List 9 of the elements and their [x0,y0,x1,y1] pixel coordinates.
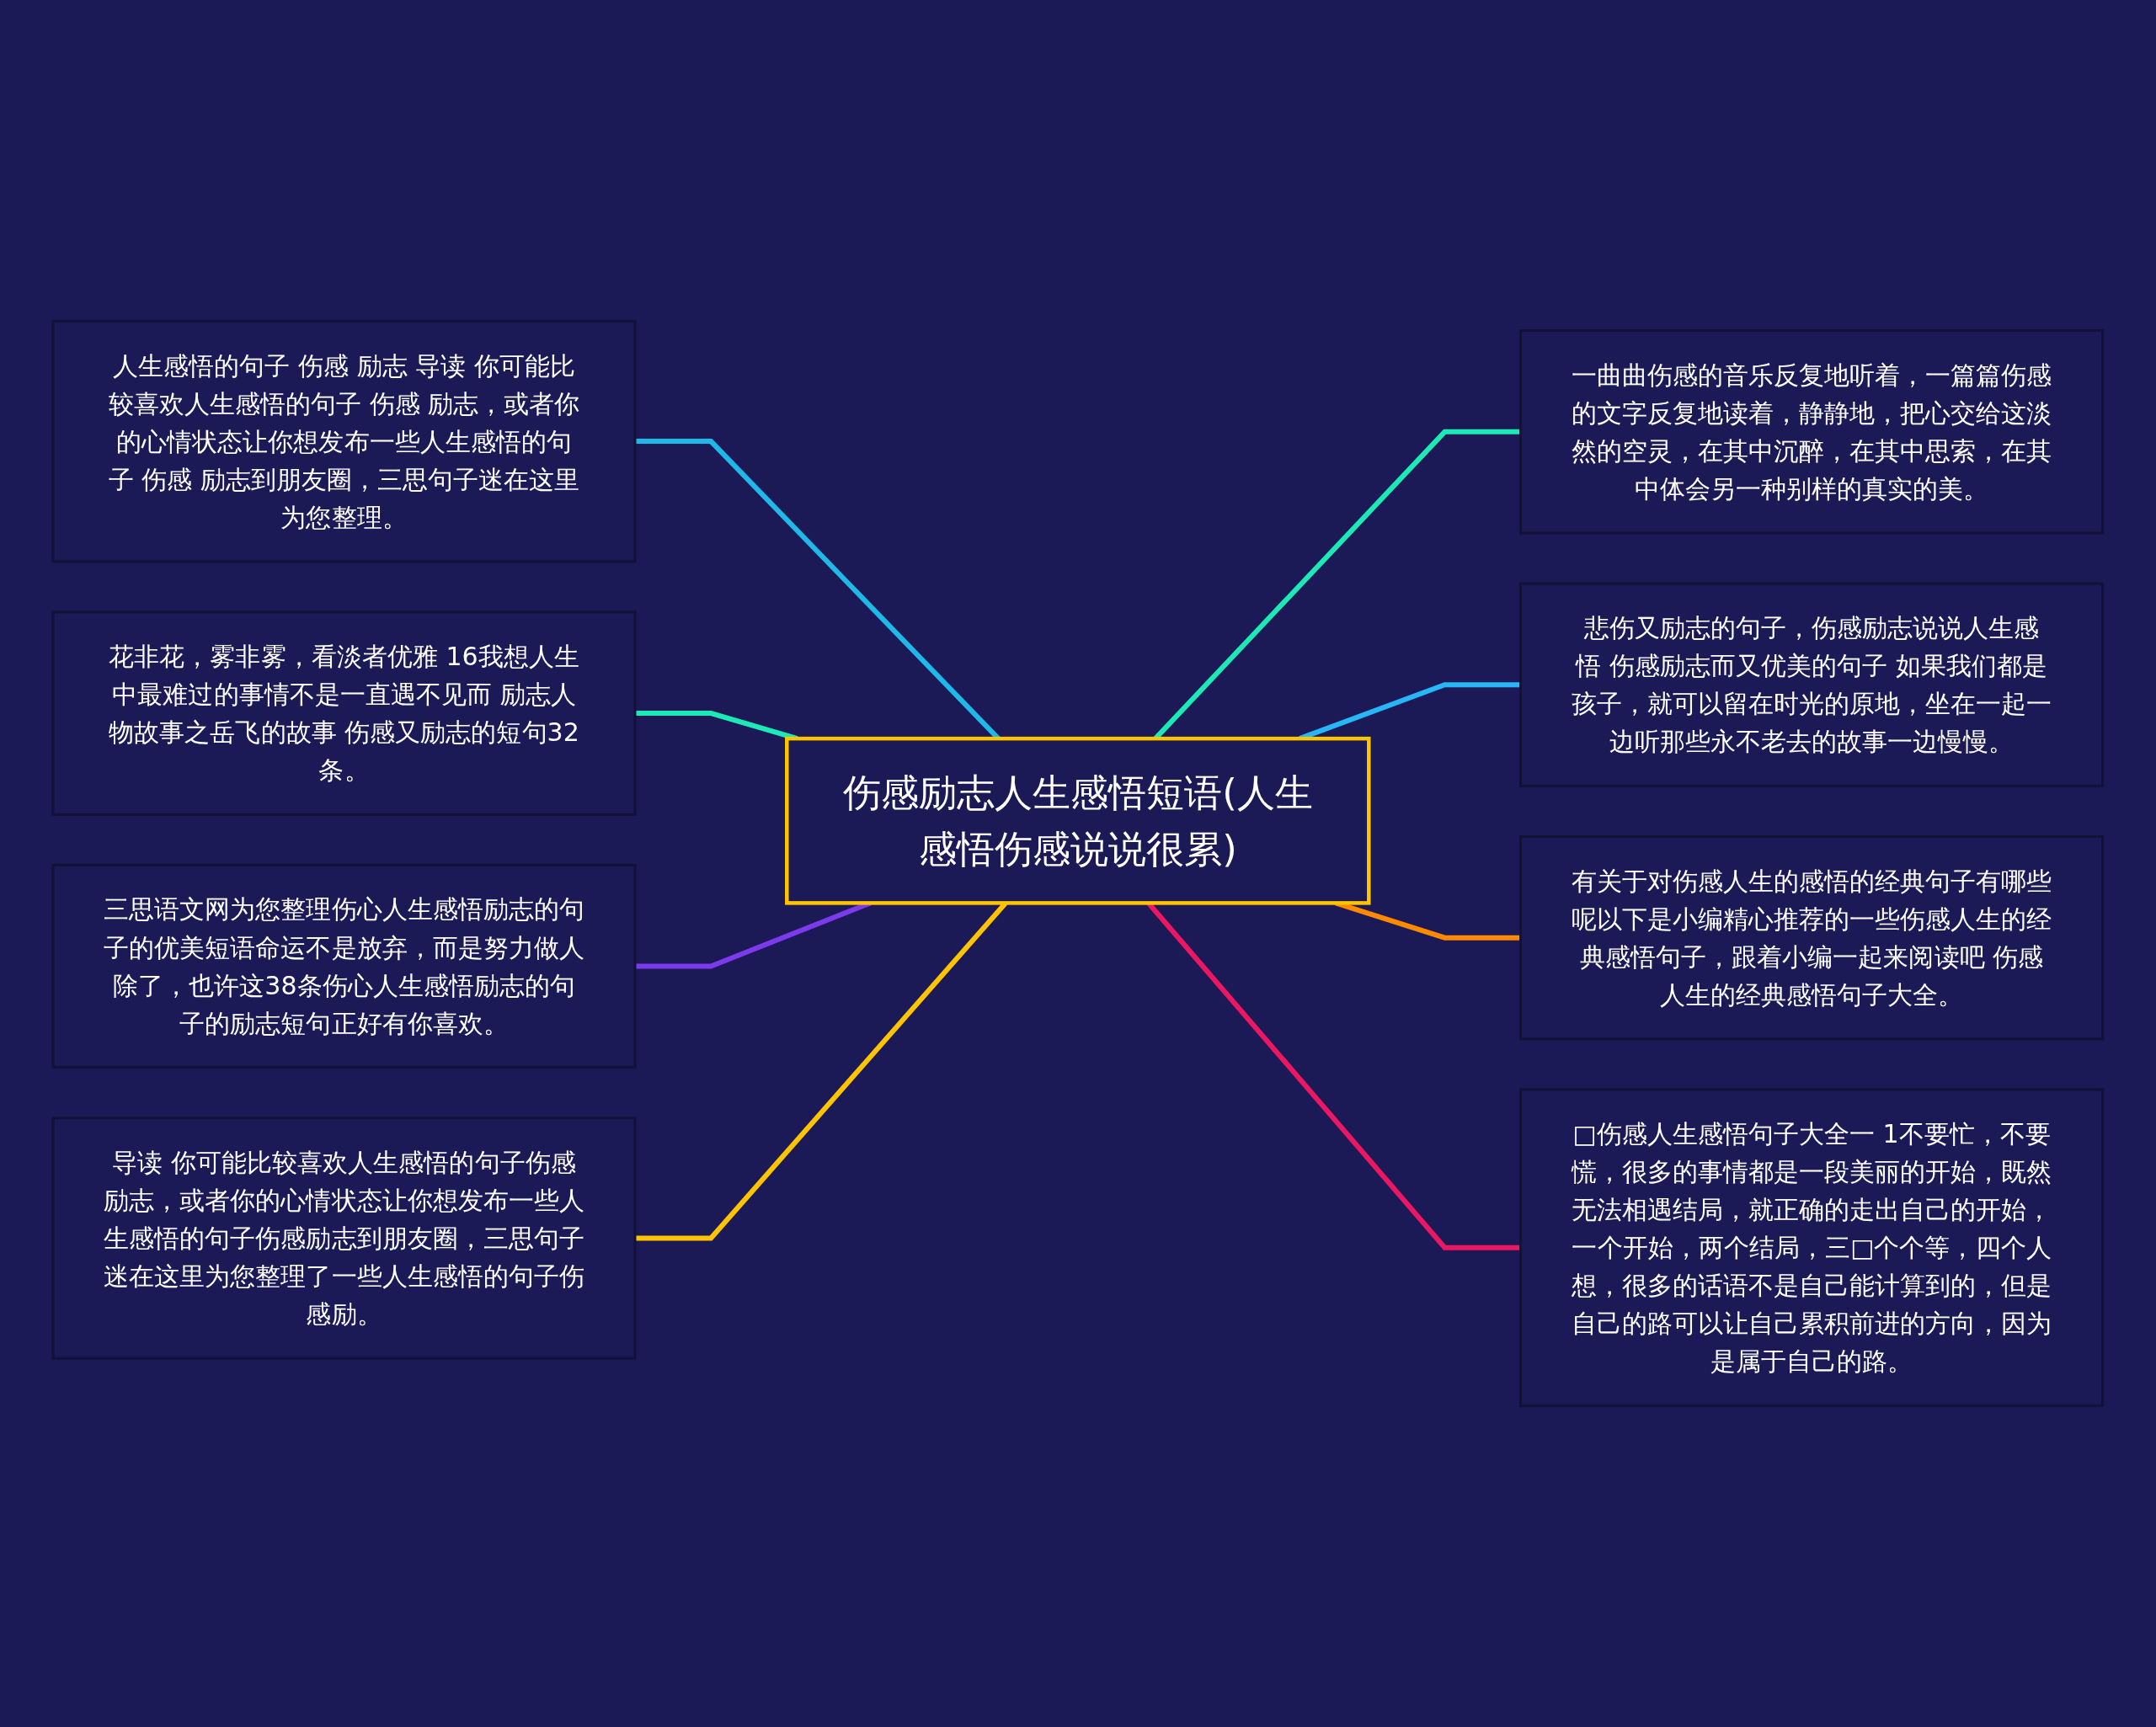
node-box: 三思语文网为您整理伤心人生感悟励志的句子的优美短语命运不是放弃，而是努力做人除了，也许这38条伤心人生感悟励志的句子的励志短句正好有你喜欢。 [51,863,637,1069]
node-box: 伤感励志人生感悟短语(人生感悟伤感说说很累) [785,736,1371,905]
node-box: □伤感人生感悟句子大全一 1不要忙，不要慌，很多的事情都是一段美丽的开始，既然无法相遇结局，就正确的走出自己的开始，一个开始，两个结局，三□个个等，四个人想，很多的话语不是自己能计算到的，但是自己的路可以让自己累积前进的方向，因为是属于自己的路。 [1519,1088,2105,1408]
node-box: 人生感悟的句子 伤感 励志 导读 你可能比较喜欢人生感悟的句子 伤感 励志，或者你的心情状态让你想发布一些人生感悟的句子 伤感 励志到朋友圈，三思句子迷在这里为您整理。 [51,319,637,563]
node-box: 导读 你可能比较喜欢人生感悟的句子伤感励志，或者你的心情状态让你想发布一些人生感悟的句子伤感励志到朋友圈，三思句子迷在这里为您整理了一些人生感悟的句子伤感励。 [51,1117,637,1360]
node-box: 有关于对伤感人生的感悟的经典句子有哪些呢以下是小编精心推荐的一些伤感人生的经典感悟句子，跟着小编一起来阅读吧 伤感人生的经典感悟句子大全。 [1519,835,2105,1041]
node-box: 悲伤又励志的句子，伤感励志说说人生感悟 伤感励志而又优美的句子 如果我们都是孩子，就可以留在时光的原地，坐在一起一边听那些永不老去的故事一边慢慢。 [1519,582,2105,787]
node-box: 一曲曲伤感的音乐反复地听着，一篇篇伤感的文字反复地读着，静静地，把心交给这淡然的空灵，在其中沉醉，在其中思索，在其中体会另一种别样的真实的美。 [1519,329,2105,535]
node-box: 花非花，雾非雾，看淡者优雅 16我想人生中最难过的事情不是一直遇不见而 励志人物故事之岳飞的故事 伤感又励志的短句32条。 [51,610,637,816]
